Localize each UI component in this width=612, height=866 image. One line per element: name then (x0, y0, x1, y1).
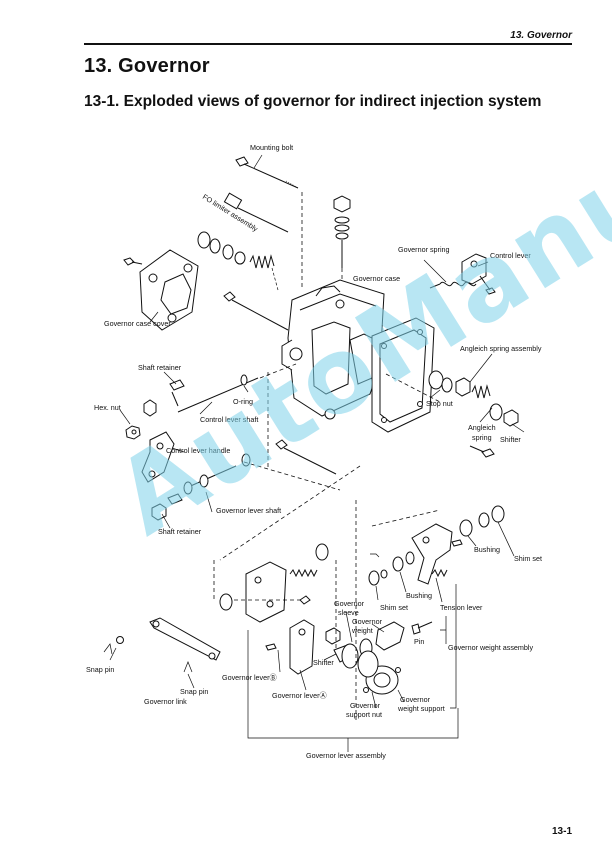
label-bushing-bottom: Bushing (406, 591, 432, 600)
label-governor-weight-1: Governor (352, 617, 383, 626)
governor-link-part (103, 617, 221, 673)
label-governor-support-nut-1: Governor (350, 701, 381, 710)
section-title: 13. Governor (84, 55, 210, 77)
label-governor-weight-support-1: Governor (400, 695, 431, 704)
governor-lever-shaft-part (183, 453, 251, 495)
label-governor-lever-a: Governor leverⒶ (272, 691, 327, 700)
label-governor-sleeve-1: Governor (334, 599, 365, 608)
label-stop-nut: Stop nut (426, 399, 453, 408)
shaft-retainer-bottom-part (151, 493, 183, 521)
chapter-header: 13. Governor (510, 30, 572, 41)
governor-spring-part (429, 281, 477, 289)
label-angleich-spring-2: spring (472, 433, 492, 442)
governor-weight-part (375, 621, 433, 651)
label-mounting-bolt: Mounting bolt (250, 143, 293, 152)
mounting-bolt-part (235, 156, 299, 189)
bushing-bottom-part (368, 551, 415, 586)
bushing-top-part (459, 505, 505, 537)
label-hex-nut: Hex. nut (94, 403, 121, 412)
label-shim-set-right: Shim set (514, 554, 542, 563)
control-lever-part (461, 253, 496, 295)
label-snap-pin-left: Snap pin (86, 665, 114, 674)
label-angleich-spring-1: Angleich (468, 423, 496, 432)
label-shaft-retainer-bottom: Shaft retainer (158, 527, 202, 536)
label-snap-pin-mid: Snap pin (180, 687, 208, 696)
label-governor-lever-assembly: Governor lever assembly (306, 751, 386, 760)
control-lever-shaft-part (177, 374, 259, 413)
label-shifter-right: Shifter (500, 435, 521, 444)
label-control-lever-shaft: Control lever shaft (200, 415, 258, 424)
governor-case-cover-part (123, 249, 199, 331)
header-rule (84, 43, 572, 45)
label-control-lever: Control lever (490, 251, 531, 260)
label-shaft-retainer-top: Shaft retainer (138, 363, 182, 372)
case-gasket-part (371, 317, 435, 433)
hex-nut-part (125, 399, 157, 440)
label-o-ring: O-ring (233, 397, 253, 406)
stop-screw-stack (333, 195, 351, 268)
label-pin: Pin (414, 637, 424, 646)
label-control-lever-handle: Control lever handle (166, 446, 230, 455)
label-governor-sleeve-2: sleeve (338, 608, 359, 617)
label-governor-support-nut-2: support nut (346, 710, 382, 719)
page-number: 13-1 (551, 826, 572, 837)
governor-weight-support-part (357, 650, 401, 695)
label-governor-spring: Governor spring (398, 245, 450, 254)
label-shifter-mid: Shifter (313, 658, 334, 667)
governor-case-part (281, 279, 385, 420)
control-lever-handle-part (141, 431, 175, 483)
angleich-spring-assembly-part (428, 370, 519, 427)
label-shim-set-mid: Shim set (380, 603, 408, 612)
label-governor-lever-b: Governor leverⒷ (222, 673, 277, 682)
label-angleich-spring-assembly: Angleich spring assembly (460, 344, 542, 353)
label-governor-weight-support-2: weight support (397, 704, 445, 713)
label-governor-weight-2: weight (351, 626, 373, 635)
label-governor-case-cover: Governor case cover (104, 319, 171, 328)
shaft-retainer-top-part (169, 379, 185, 407)
label-governor-link: Governor link (144, 697, 187, 706)
governor-lever-b-part (219, 543, 329, 623)
label-governor-lever-shaft: Governor lever shaft (216, 506, 281, 515)
tension-lever-part (411, 523, 463, 585)
label-tension-lever: Tension lever (440, 603, 483, 612)
subsection-title: 13-1. Exploded views of governor for ind… (84, 93, 542, 110)
label-bushing-top: Bushing (474, 545, 500, 554)
label-governor-case: Governor case (353, 274, 400, 283)
governor-lever-a-part (265, 595, 341, 675)
label-governor-weight-assembly: Governor weight assembly (448, 643, 533, 652)
fo-limiter-part (197, 192, 289, 291)
